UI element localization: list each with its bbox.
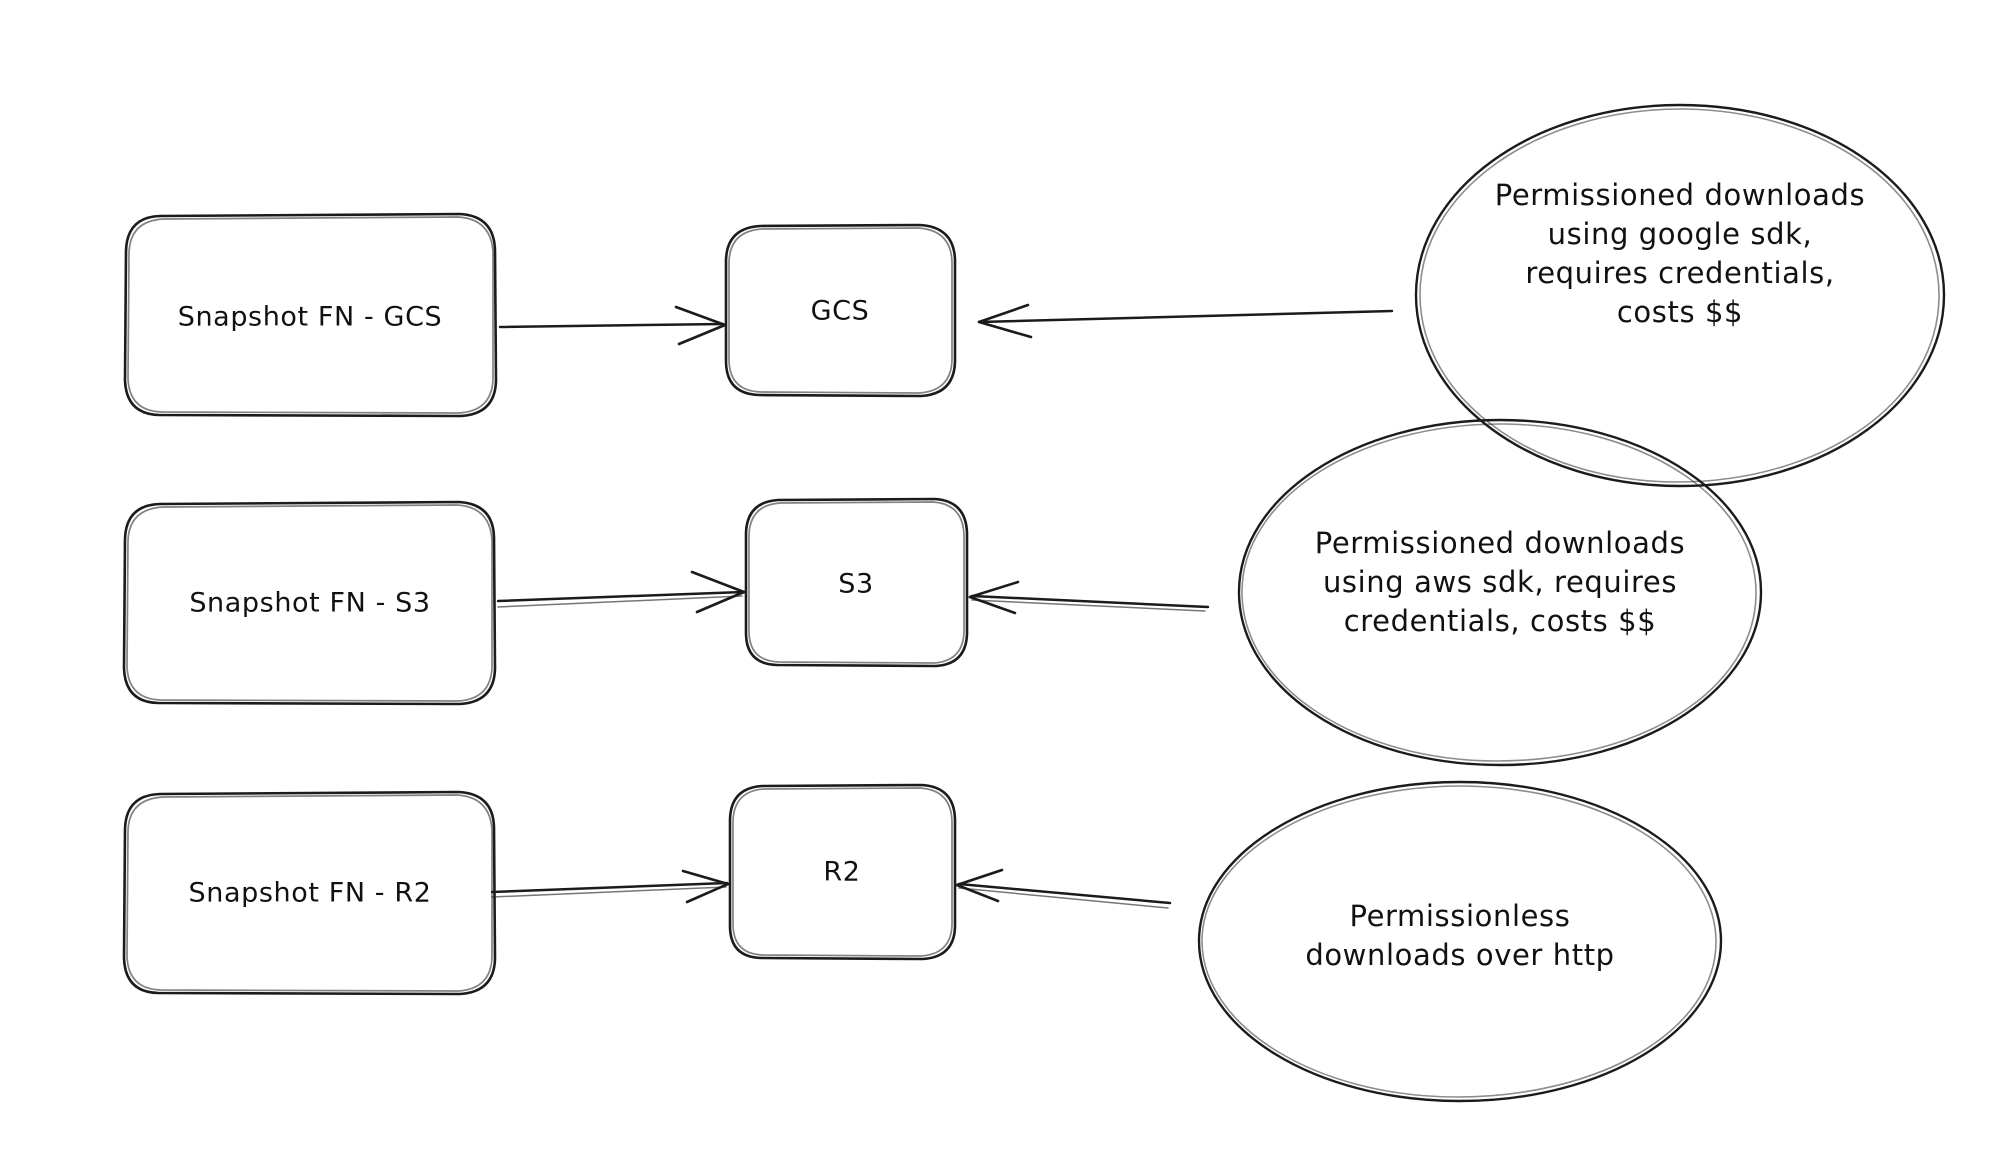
edge-note-s3-to-s3 [968, 580, 1210, 615]
r2-label: R2 [823, 857, 860, 888]
node-snapshot-fn-gcs[interactable]: Snapshot FN - GCS [123, 212, 498, 418]
snapshot-fn-s3-outline-echo [126, 504, 493, 702]
snapshot-fn-r2-outline-echo [126, 794, 493, 992]
snapshot-fn-r2-outline [122, 790, 497, 996]
gcs-outline-echo [728, 227, 953, 394]
snapshot-fn-r2-label: Snapshot FN - R2 [189, 878, 432, 909]
note-gcs-line-4: costs $$ [1617, 295, 1743, 329]
r2-outline [728, 783, 957, 961]
edge-line-echo [971, 599, 1206, 612]
arrow-head-upper [690, 570, 746, 594]
arrow-head-upper [674, 305, 727, 327]
edge-snapshot-r2-to-r2 [490, 869, 730, 904]
note-ellipse-r2[interactable]: Permissionless downloads over http [1197, 780, 1723, 1103]
arrow-head-lower [677, 323, 727, 346]
edge-snapshot-s3-to-s3 [496, 570, 746, 614]
snapshot-fn-s3-label: Snapshot FN - S3 [189, 588, 430, 619]
arrow-head-upper [977, 303, 1030, 324]
edge-line [970, 594, 1210, 609]
note-ellipse-s3-outline-echo [1241, 423, 1757, 762]
arrow-head-lower [977, 320, 1033, 339]
edge-line [978, 309, 1394, 324]
arrow-head-upper [955, 868, 1004, 887]
note-ellipse-s3-outline [1237, 418, 1763, 767]
note-ellipse-gcs[interactable]: Permissioned downloads using google sdk,… [1414, 103, 1946, 488]
edge-line [490, 881, 729, 894]
edge-line [496, 590, 745, 603]
arrow-head-lower [695, 590, 746, 614]
note-gcs-line-1: Permissioned downloads [1495, 178, 1865, 212]
edge-line-echo [958, 887, 1169, 909]
note-gcs-line-3: requires credentials, [1525, 256, 1834, 290]
arrow-head-lower [955, 883, 1000, 903]
snapshot-fn-gcs-outline [123, 212, 498, 418]
gcs-label: GCS [811, 296, 870, 327]
note-gcs-line-2: using google sdk, [1548, 217, 1813, 251]
edge-line-echo [497, 595, 743, 608]
r2-outline-echo [732, 787, 953, 957]
edge-line-echo [491, 886, 727, 898]
node-r2[interactable]: R2 [728, 783, 957, 961]
note-ellipse-r2-outline-echo [1201, 785, 1717, 1098]
edge-note-r2-to-r2 [955, 868, 1172, 909]
s3-outline-echo [748, 501, 965, 664]
note-ellipse-s3[interactable]: Permissioned downloads using aws sdk, re… [1237, 418, 1763, 767]
snapshot-fn-s3-outline [122, 500, 497, 706]
s3-label: S3 [838, 569, 874, 600]
note-ellipse-gcs-outline-echo [1419, 108, 1940, 483]
note-s3-line-2: using aws sdk, requires [1323, 565, 1677, 599]
node-snapshot-fn-r2[interactable]: Snapshot FN - R2 [122, 790, 497, 996]
note-ellipse-gcs-outline [1414, 103, 1946, 488]
edge-line [498, 322, 725, 329]
note-r2-line-1: Permissionless [1350, 899, 1571, 933]
s3-outline [744, 497, 969, 668]
gcs-outline [724, 223, 957, 398]
arrow-head-lower [685, 882, 730, 904]
edge-note-gcs-to-gcs [977, 303, 1394, 339]
arrow-head-upper [681, 869, 730, 886]
node-gcs[interactable]: GCS [724, 223, 957, 398]
note-s3-line-1: Permissioned downloads [1315, 526, 1685, 560]
note-r2-line-2: downloads over http [1305, 938, 1614, 972]
node-s3[interactable]: S3 [744, 497, 969, 668]
edge-line [957, 882, 1172, 905]
node-snapshot-fn-s3[interactable]: Snapshot FN - S3 [122, 500, 497, 706]
note-ellipse-r2-outline [1197, 780, 1723, 1103]
edge-snapshot-gcs-to-gcs [498, 305, 727, 346]
snapshot-fn-gcs-label: Snapshot FN - GCS [178, 302, 443, 333]
arrow-head-upper [968, 580, 1020, 599]
note-s3-line-3: credentials, costs $$ [1344, 604, 1657, 638]
snapshot-fn-gcs-outline-echo [127, 216, 494, 414]
arrow-head-lower [968, 595, 1017, 615]
